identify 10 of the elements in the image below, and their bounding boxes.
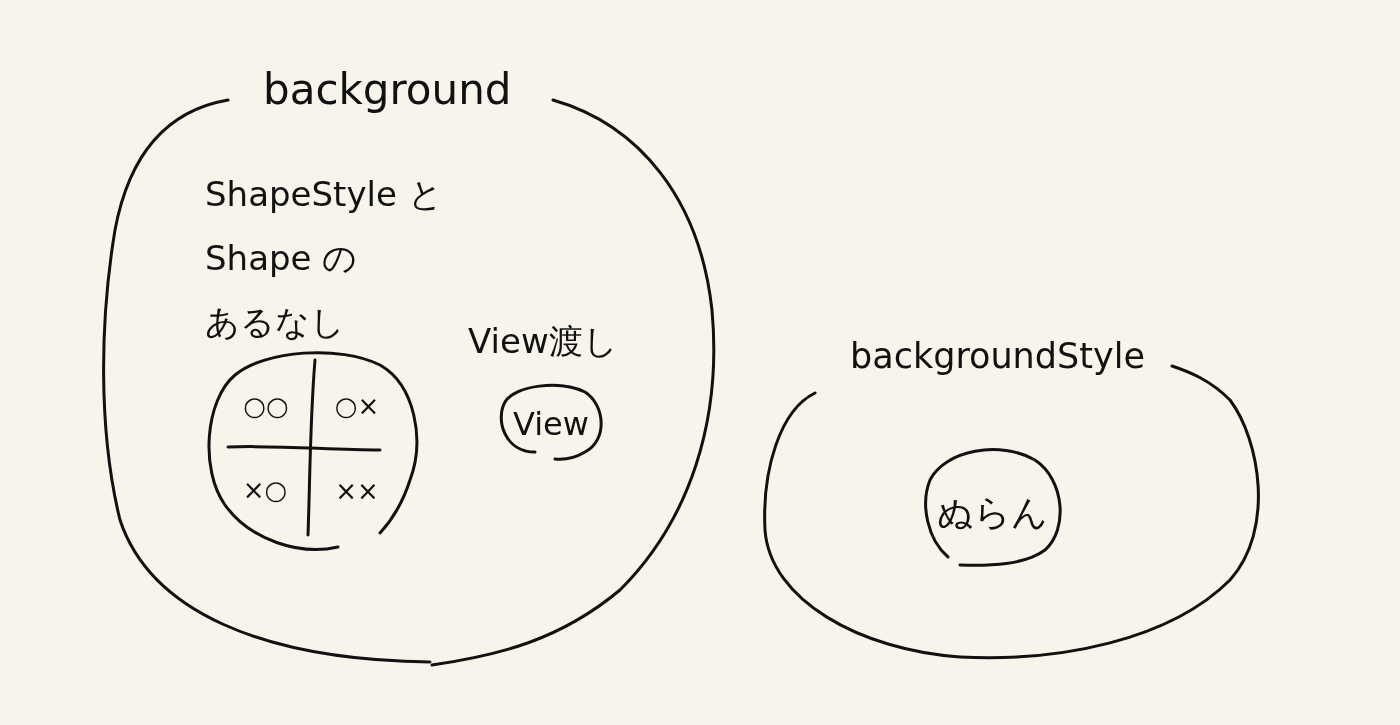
heading-label: View渡し: [468, 322, 618, 362]
heading-label: background: [263, 66, 512, 115]
circle-label: View: [513, 405, 589, 443]
quadrant-label: ×○: [242, 476, 288, 506]
quadrant-label: ○×: [334, 392, 380, 422]
circle-label: ぬらん: [936, 492, 1048, 534]
heading-label: ShapeStyle と Shape のあるなし: [205, 173, 443, 344]
quadrant-label: ××: [335, 477, 379, 507]
heading-label: backgroundStyle: [850, 336, 1145, 377]
quadrant-label: ○○: [243, 392, 289, 422]
